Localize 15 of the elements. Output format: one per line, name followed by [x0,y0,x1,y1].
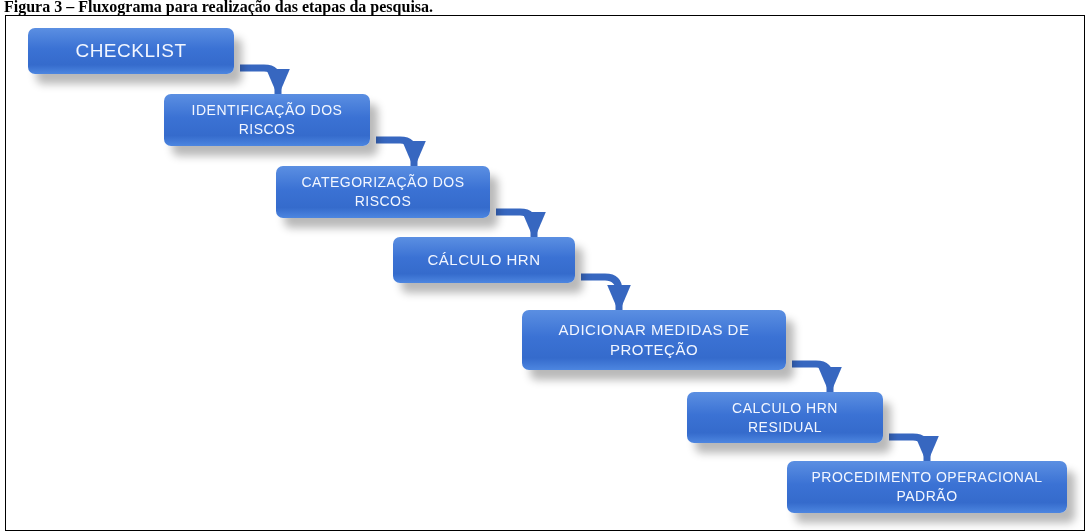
step-label: CHECKLIST [74,39,188,64]
step-label: ADICIONAR MEDIDAS DE PROTEÇÃO [557,319,751,360]
step-label: CÁLCULO HRN [426,249,542,270]
step-label: CALCULO HRN RESIDUAL [731,398,839,437]
step-label: IDENTIFICAÇÃO DOS RISCOS [190,101,344,139]
process-box [276,166,490,218]
step-label: PROCEDIMENTO OPERACIONAL PADRÃO [810,468,1044,506]
process-box [687,392,883,443]
step-label: CATEGORIZAÇÃO DOS RISCOS [300,173,466,211]
figure-title: Figura 3 – Fluxograma para realização das etapas da pesquisa. [4,0,434,15]
process-box [522,310,786,370]
process-box [164,94,370,146]
process-box [393,237,575,283]
process-box [28,28,234,74]
process-box [787,461,1067,513]
